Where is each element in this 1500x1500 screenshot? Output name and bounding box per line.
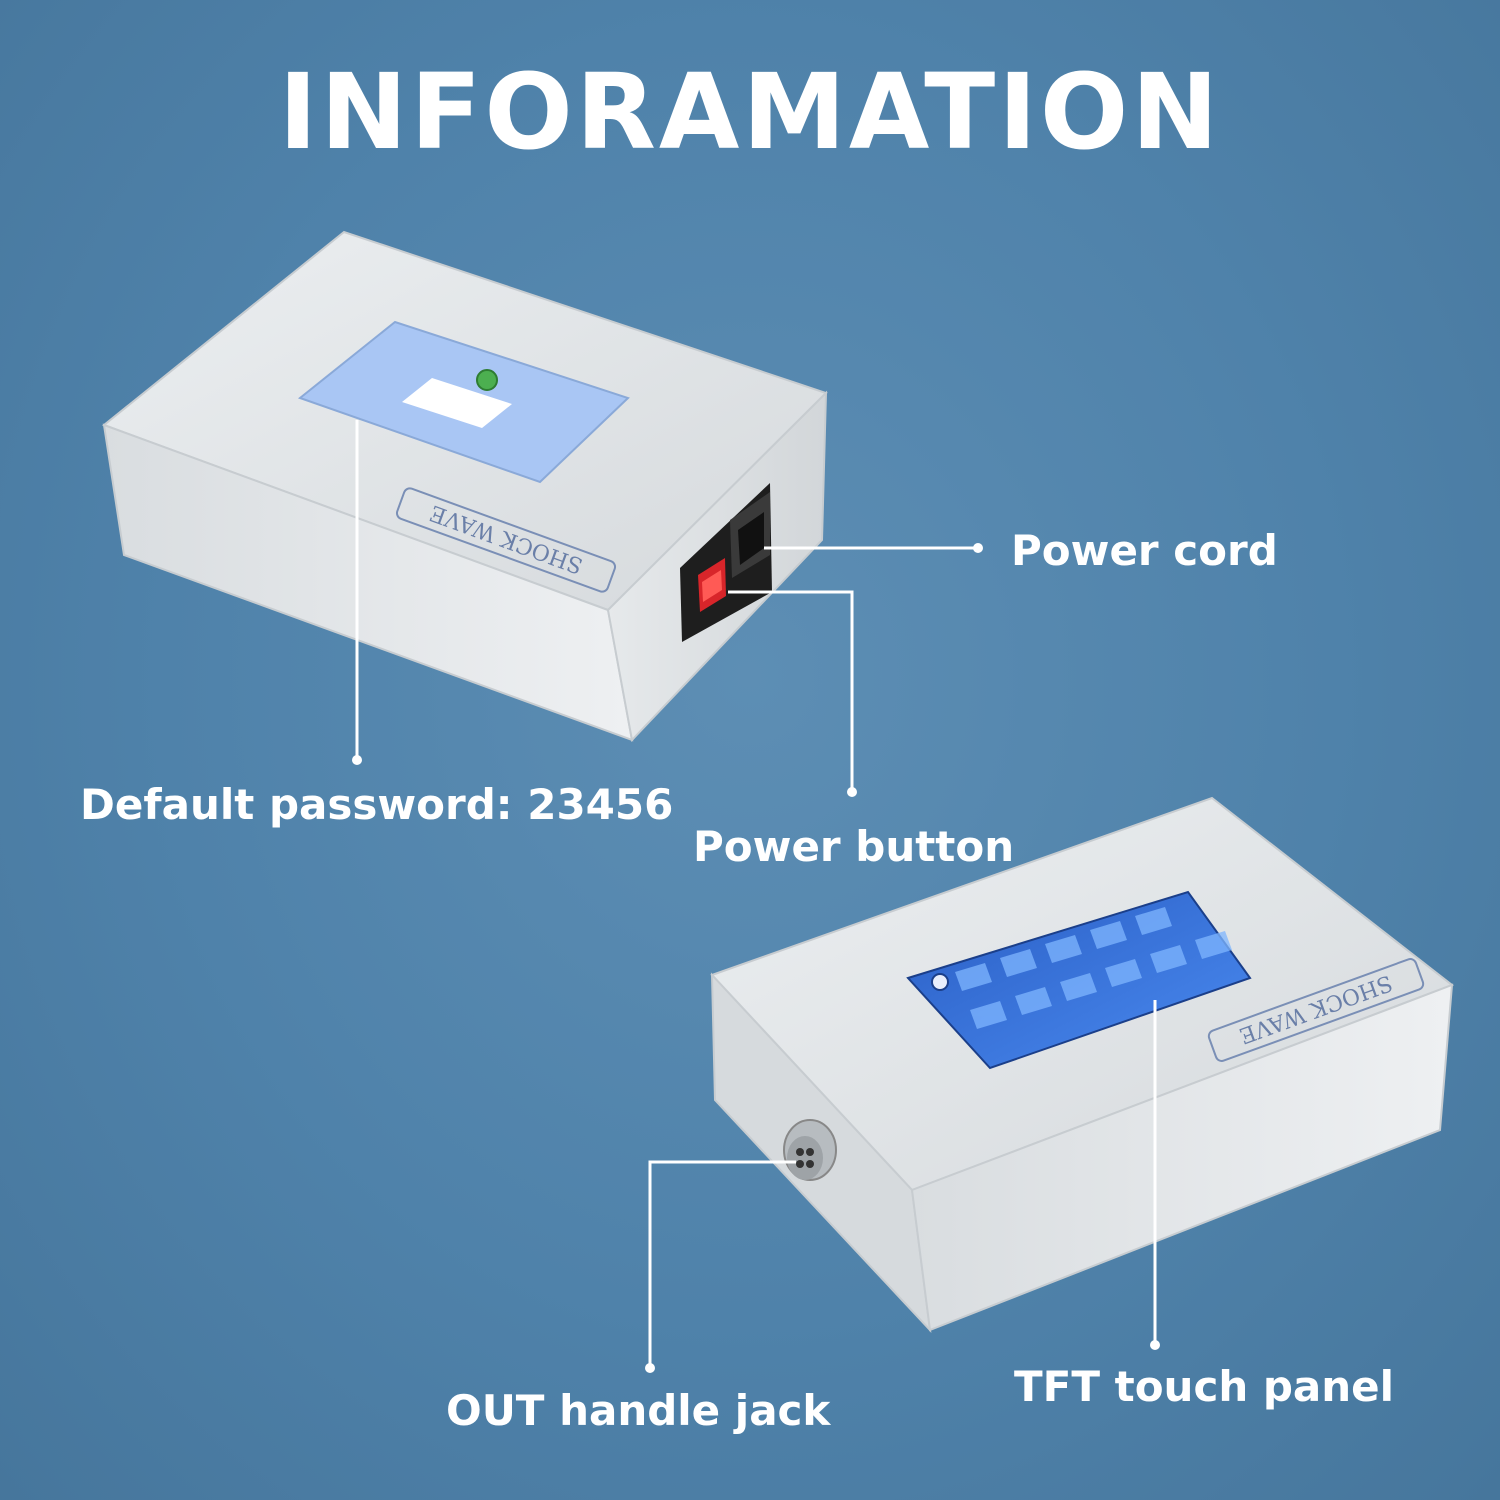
device-bottom: SHOCK WAVE — [710, 796, 1455, 1333]
out-jack-label: OUT handle jack — [446, 1386, 831, 1435]
connector-jack-icon — [783, 1119, 837, 1181]
power-button-label: Power button — [693, 822, 1015, 871]
callout-lines — [355, 420, 1157, 1368]
callout-dots — [352, 543, 1160, 1373]
power-switch-icon — [698, 558, 726, 612]
tft-panel-label: TFT touch panel — [1014, 1362, 1395, 1411]
status-led-icon — [476, 369, 498, 391]
password-label: Default password: 23456 — [80, 780, 674, 829]
page-title: INFORAMATION — [278, 51, 1222, 173]
leader-out-jack — [648, 1160, 796, 1368]
power-cord-label: Power cord — [1011, 526, 1278, 575]
device-top: SHOCK WAVE — [101, 230, 828, 743]
leader-power-button — [728, 590, 854, 792]
